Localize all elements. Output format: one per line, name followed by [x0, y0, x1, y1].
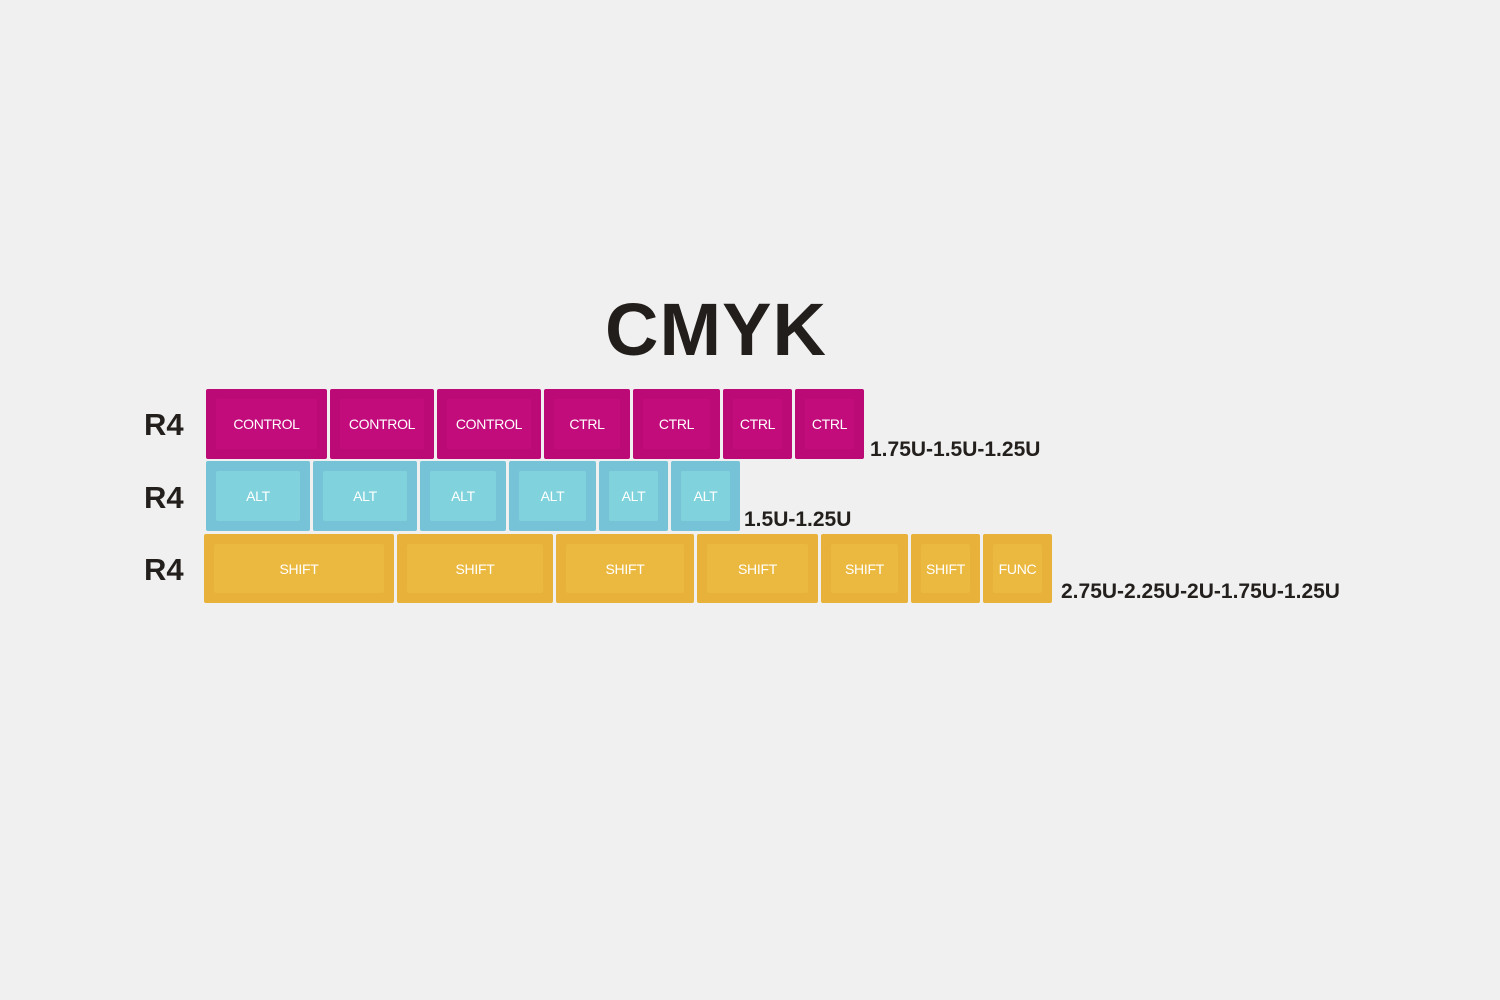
row-label-r4-cyan: R4 [144, 480, 184, 515]
keycap-ctrl-1-25u: CTRL [633, 389, 720, 459]
keycap-top [805, 399, 854, 449]
keycap-top [323, 471, 407, 521]
keycap-alt-1-25u: ALT [420, 461, 506, 531]
keycap-func-1u: FUNC [983, 534, 1052, 603]
keycap-alt-1-5u: ALT [313, 461, 417, 531]
keycap-legend: CONTROL [455, 416, 523, 432]
keycap-control-1-5u: CONTROL [437, 389, 541, 459]
keycap-top [447, 399, 531, 449]
keycap-top [993, 544, 1042, 593]
keycap-alt-1-5u: ALT [206, 461, 310, 531]
keycap-legend: SHIFT [926, 560, 965, 577]
keycap-shift-1u: SHIFT [911, 534, 980, 603]
page-title: CMYK [605, 288, 827, 371]
keycap-legend: CTRL [569, 416, 605, 432]
keycap-alt-1-25u: ALT [509, 461, 596, 531]
keycap-legend: ALT [246, 488, 270, 504]
keycap-shift-2u: SHIFT [556, 534, 694, 603]
keycap-legend: SHIFT [455, 560, 495, 577]
keycap-ctrl-1u: CTRL [723, 389, 792, 459]
keycap-ctrl-1u: CTRL [795, 389, 864, 459]
keycap-legend: CTRL [658, 416, 695, 432]
keycap-shift-2-75u: SHIFT [204, 534, 394, 603]
keycap-top [554, 399, 620, 449]
keycap-alt-1u: ALT [671, 461, 740, 531]
keycap-legend: ALT [540, 488, 565, 504]
keycap-top [566, 544, 684, 593]
keycap-top [681, 471, 730, 521]
keycap-top [707, 544, 808, 593]
keycap-top [609, 471, 658, 521]
keycap-shift-1-75u: SHIFT [697, 534, 818, 603]
keycap-top [340, 399, 424, 449]
keycap-shift-1-25u: SHIFT [821, 534, 908, 603]
row-label-r4-yellow: R4 [144, 552, 184, 587]
keycap-top [643, 399, 710, 449]
keycap-legend: ALT [353, 488, 377, 504]
keycap-control-1-75u: CONTROL [206, 389, 327, 459]
keycap-top [733, 399, 782, 449]
keycap-legend: ALT [451, 488, 475, 504]
keycap-legend: SHIFT [279, 560, 319, 577]
keycap-top [831, 544, 898, 593]
keycap-top [430, 471, 496, 521]
keycap-legend: CTRL [811, 416, 848, 432]
keycap-top [921, 544, 970, 593]
keycap-legend: CTRL [739, 416, 776, 432]
keycap-alt-1u: ALT [599, 461, 668, 531]
keycap-legend: SHIFT [605, 560, 645, 577]
keycap-shift-2-25u: SHIFT [397, 534, 553, 603]
keycap-legend: ALT [693, 488, 718, 504]
keycap-top [407, 544, 543, 593]
keycap-legend: ALT [621, 488, 646, 504]
keycap-top [216, 399, 317, 449]
size-note-yellow: 2.75U-2.25U-2U-1.75U-1.25U [1061, 580, 1340, 603]
keycap-top [214, 544, 384, 593]
keycap-legend: FUNC [998, 560, 1037, 577]
keycap-top [216, 471, 300, 521]
row-label-r4-magenta: R4 [144, 407, 184, 442]
keycap-legend: CONTROL [233, 416, 300, 432]
keycap-legend: CONTROL [348, 416, 416, 432]
keycap-ctrl-1-25u: CTRL [544, 389, 630, 459]
size-note-magenta: 1.75U-1.5U-1.25U [870, 438, 1041, 461]
keycap-legend: SHIFT [738, 560, 777, 577]
size-note-cyan: 1.5U-1.25U [744, 508, 852, 531]
keycap-top [519, 471, 586, 521]
keycap-control-1-5u: CONTROL [330, 389, 434, 459]
keycap-legend: SHIFT [845, 560, 884, 577]
